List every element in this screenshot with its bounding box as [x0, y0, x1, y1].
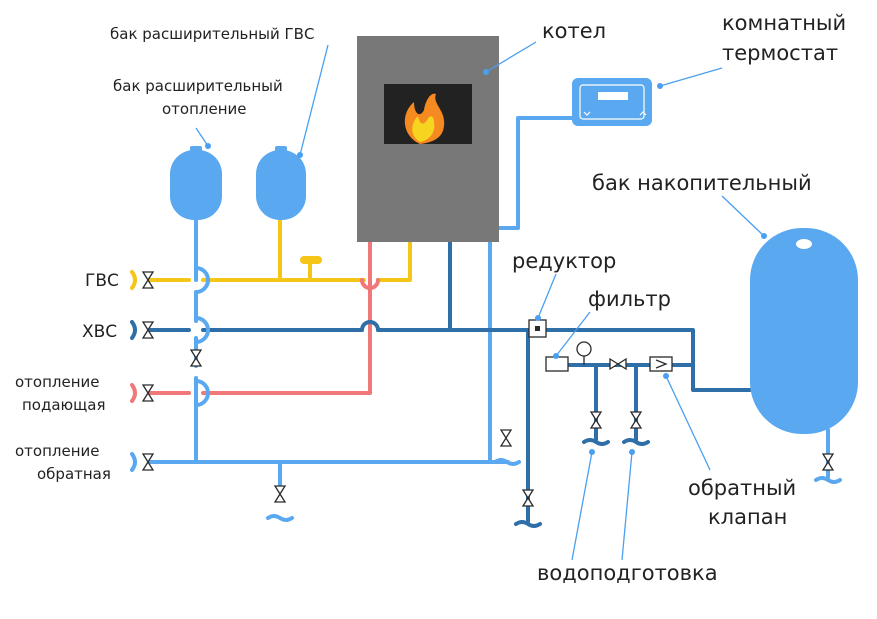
drain-tail: [514, 520, 542, 528]
inlet-hook-heat-supply: [130, 383, 137, 403]
dhw-air-vent: [300, 256, 322, 264]
drain-tail: [582, 438, 610, 446]
crossing-bridge-4: [360, 278, 380, 290]
ball-valve-icon: [141, 321, 155, 339]
label-inlet-cold: ХВС: [82, 322, 117, 342]
label-boiler: котел: [542, 19, 606, 43]
label-filter: фильтр: [588, 287, 671, 311]
crossing-bridge-3: [194, 379, 210, 407]
heating-expansion-tank: [170, 146, 222, 220]
ball-valve-icon: [189, 349, 203, 367]
leader-lines: [195, 41, 767, 561]
ball-valve-icon: [141, 271, 155, 289]
crossing-bridge-2: [194, 316, 210, 344]
ball-valve-icon: [141, 453, 155, 471]
label-heating-return-1: отопление: [15, 442, 100, 460]
label-dhw-expansion-tank: бак расширительный ГВС: [110, 25, 314, 43]
check-valve-icon: [649, 356, 673, 372]
label-heating-return-2: обратная: [37, 465, 111, 483]
storage-tank: [750, 228, 858, 434]
inlet-hook-heat-return: [130, 452, 137, 472]
label-check-valve-2: клапан: [708, 505, 787, 529]
heating-return-pipe: [148, 213, 510, 490]
ball-valve-icon: [521, 489, 535, 507]
ball-valve-icon: [499, 429, 513, 447]
inlet-hook-cold: [130, 320, 137, 340]
inlet-hook-dhw: [130, 270, 137, 290]
label-heating-supply-2: подающая: [22, 396, 106, 414]
boiler: [357, 36, 499, 242]
ball-valve-icon: [821, 453, 835, 471]
ball-valve-icon: [609, 357, 627, 371]
drain-tail: [266, 514, 294, 522]
ball-valve-icon: [273, 485, 287, 503]
label-thermostat-2: термостат: [722, 41, 838, 65]
dhw-pipe: [148, 213, 412, 282]
pipes: [130, 116, 842, 528]
crossing-bridge-5: [360, 320, 380, 332]
label-water-treatment: водоподготовка: [537, 561, 718, 585]
label-thermostat-1: комнатный: [722, 11, 846, 35]
labels: бак расширительный ГВС бак расширительны…: [15, 11, 846, 585]
dhw-expansion-tank: [256, 146, 306, 220]
ball-valves: [141, 271, 835, 507]
pressure-gauge-icon: [576, 341, 592, 365]
label-storage-tank: бак накопительный: [592, 171, 812, 195]
label-heating-expansion-tank-1: бак расширительный: [113, 77, 283, 95]
cold-water-pipe: [148, 238, 752, 524]
label-heating-supply-1: отопление: [15, 373, 100, 391]
thermostat-link-pipe: [496, 116, 574, 230]
drain-tail: [493, 458, 521, 466]
flame-icon: [404, 93, 445, 144]
label-reducer: редуктор: [512, 249, 616, 273]
crossing-bridge-1: [194, 266, 210, 294]
filter-icon: [545, 356, 569, 372]
pressure-reducer-icon: [528, 319, 547, 338]
ball-valve-icon: [589, 411, 603, 429]
ball-valve-icon: [629, 411, 643, 429]
label-inlet-dhw: ГВС: [85, 271, 119, 291]
drain-tail: [622, 438, 650, 446]
thermostat-icon: [572, 78, 652, 126]
ball-valve-icon: [141, 384, 155, 402]
heating-supply-pipe: [148, 238, 372, 395]
label-check-valve-1: обратный: [688, 476, 796, 500]
label-heating-expansion-tank-2: отопление: [162, 100, 247, 118]
